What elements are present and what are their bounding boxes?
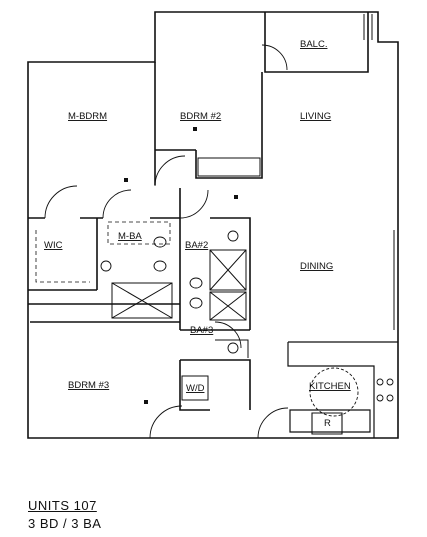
toilet-icon [227,342,239,354]
master-shower [111,282,173,319]
detector-markers [124,127,238,404]
laundry-wall [179,359,251,411]
room-label-bath-2: BA#2 [185,240,208,251]
room-label-living: LIVING [300,111,331,122]
sink-icon [153,236,167,248]
stove-burner-icon [386,378,394,386]
bath-2-shower [209,291,247,321]
bath-2-tub [209,249,247,291]
refrigerator [311,412,343,435]
room-label-washer-dryer: W/D [186,383,205,394]
room-label-wic: WIC [44,240,63,251]
stove-burner-icon [386,394,394,402]
stove-burner-icon [376,394,384,402]
room-label-bedroom-3: BDRM #3 [68,380,109,391]
exterior-wall [27,11,399,439]
toilet-icon [100,260,112,272]
wic-wall [28,188,181,330]
stove-burner-icon [376,378,384,386]
room-label-dining: DINING [300,261,333,272]
kitchen-island [309,367,359,417]
room-label-kitchen: KITCHEN [309,381,351,392]
sink-icon [189,297,203,309]
wic-shelf [35,221,171,283]
room-label-bedroom-2: BDRM #2 [180,111,221,122]
unit-layout: 3 BD / 3 BA [28,516,102,531]
unit-number: UNITS 107 [28,498,97,513]
room-label-balcony: BALC. [300,39,327,50]
room-label-master-bath: M-BA [118,231,142,242]
toilet-icon [227,230,239,242]
sink-icon [189,277,203,289]
corridor-wall [28,303,180,323]
sink-icon [153,260,167,272]
bedroom-2-wall [154,62,263,185]
room-label-master-bedroom: M-BDRM [68,111,107,122]
balcony-rail [363,14,373,40]
kitchen-counter [287,341,398,438]
bath-2-wall [180,217,251,331]
balcony-wall [264,12,369,73]
bath-3-fixtures [181,339,249,401]
door-swing [44,44,289,439]
room-label-bath-3: BA#3 [190,325,213,336]
appliance-label-refrigerator: R [324,418,331,429]
bedroom-2-closet [197,157,261,177]
